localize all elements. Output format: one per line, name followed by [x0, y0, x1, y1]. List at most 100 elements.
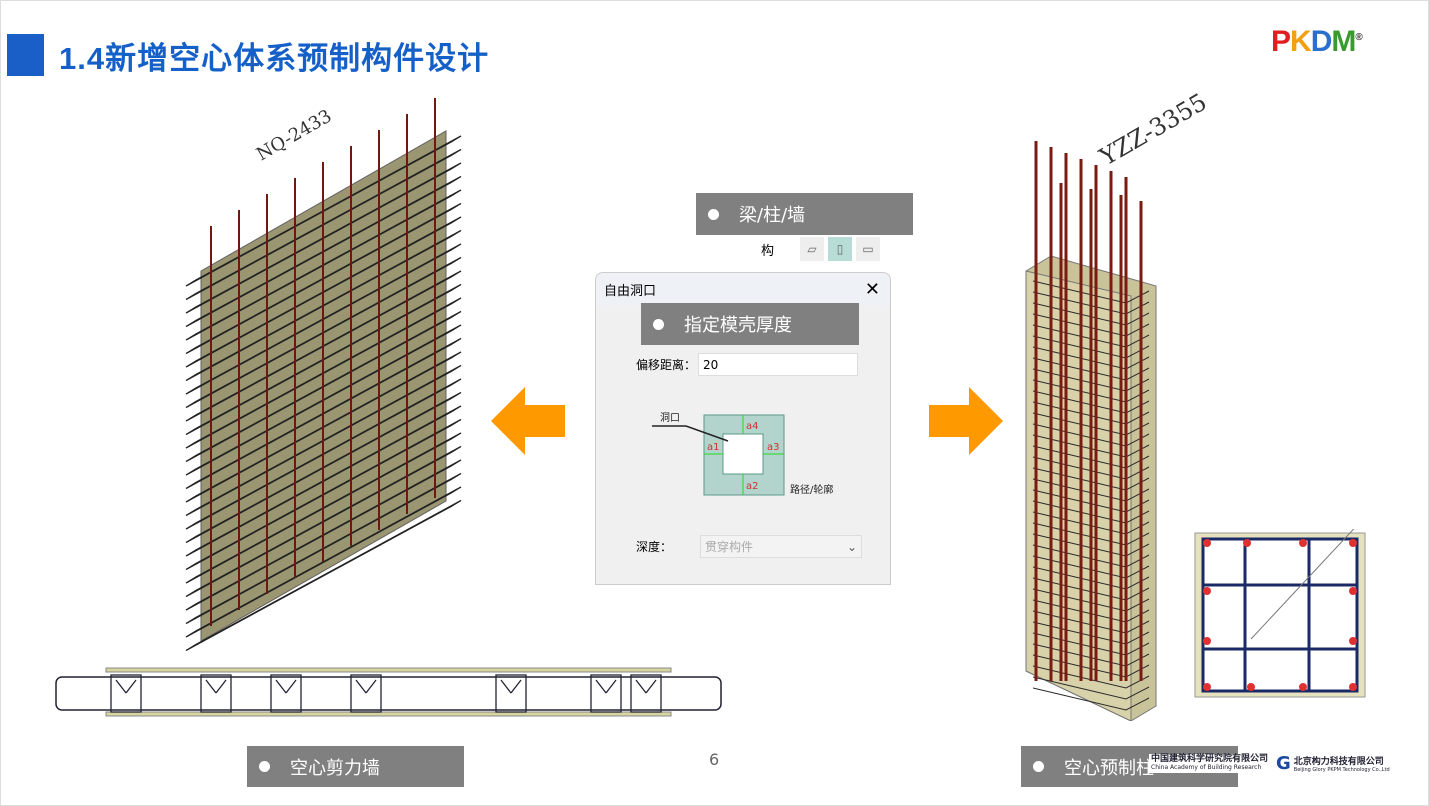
column-stirrup [1032, 676, 1150, 700]
section-tie [355, 679, 367, 694]
label-hollow-precast-column: 空心预制柱 [1021, 746, 1238, 787]
wall-stirrup [185, 243, 462, 395]
wall-stirrup [185, 499, 462, 651]
rebar-dot [1349, 683, 1357, 691]
wall-stirrup [185, 283, 462, 436]
footer-logos: 中国建筑科学研究院有限公司 China Academy of Building … [1149, 753, 1390, 774]
wall-stirrup [185, 364, 462, 517]
section-tie [645, 679, 657, 694]
wall-stirrup [185, 310, 462, 463]
rebar-dot [1203, 637, 1211, 645]
glory-logo-mark: G [1276, 753, 1291, 774]
wall-stirrup [185, 270, 462, 422]
cabr-name-en: China Academy of Building Research [1151, 764, 1262, 772]
svg-text:a3: a3 [767, 442, 780, 453]
rebar-dot [1299, 539, 1307, 547]
rebar-dot [1203, 587, 1211, 595]
arrow-left-icon [491, 387, 565, 459]
wall-stirrup [185, 337, 462, 490]
label-beam-column-wall: 梁/柱/墙 [696, 193, 913, 235]
wall-stirrup [185, 405, 462, 557]
wall-stirrup [185, 432, 462, 584]
section-tie [275, 679, 287, 694]
offset-label: 偏移距离： [636, 358, 697, 372]
section-box [630, 674, 662, 713]
section-tie [205, 679, 217, 694]
cabr-name: 中国建筑科学研究院有限公司 [1151, 754, 1269, 765]
section-box [270, 674, 302, 713]
section-tie [115, 679, 127, 694]
wall-stirrup [185, 189, 462, 341]
page-title: 1.4新增空心体系预制构件设计 [59, 41, 490, 76]
column-tag: YZZ-3355 [1094, 88, 1211, 172]
section-box [350, 674, 382, 713]
rebar-dot [1203, 683, 1211, 691]
wall-stirrup [185, 148, 462, 301]
wall-icon[interactable]: ▭ [856, 237, 881, 261]
section-tie [510, 679, 522, 694]
svg-text:a1: a1 [707, 442, 720, 453]
wall-stirrup [185, 391, 462, 544]
section-tie [285, 679, 297, 694]
close-icon[interactable]: ✕ [864, 278, 880, 300]
svg-text:a2: a2 [746, 481, 759, 492]
wall-stirrup [185, 162, 462, 314]
section-box [110, 674, 142, 713]
chevron-down-icon: ⌄ [846, 539, 857, 554]
wall-stirrup [185, 135, 462, 287]
wall-stirrup [185, 378, 462, 530]
section-tie [500, 679, 512, 694]
wall-stirrup [185, 229, 462, 382]
wall-stirrup [185, 418, 462, 571]
wall-stirrup [185, 297, 462, 449]
title-accent [7, 34, 44, 76]
column-stirrup [1032, 687, 1150, 711]
wall-stirrup [185, 459, 462, 611]
wall-stirrup [185, 324, 462, 476]
svg-text:a4: a4 [746, 421, 759, 432]
pkpm-logo: PKDM® [1271, 25, 1363, 58]
section-tie [605, 679, 617, 694]
section-tie [125, 679, 137, 694]
page-number: 6 [709, 750, 720, 769]
wall-stirrup [185, 486, 462, 638]
svg-text:路径/轮廓: 路径/轮廓 [790, 483, 833, 496]
wall-section [55, 667, 722, 717]
wall-stirrup [185, 175, 462, 328]
section-box [200, 674, 232, 713]
column-section [1194, 529, 1366, 698]
rebar-dot [1243, 539, 1251, 547]
wall-stirrup [185, 472, 462, 625]
depth-select[interactable]: 贯穿构件⌄ [700, 535, 862, 558]
rebar-dot [1247, 683, 1255, 691]
hollow-column-model: YZZ-3355 [1025, 88, 1212, 721]
hollow-wall-model: NQ-2433 [185, 98, 462, 651]
svg-text:洞口: 洞口 [660, 412, 680, 424]
column-icon[interactable]: ▯ [828, 237, 853, 261]
wall-stirrup [185, 256, 462, 409]
rebar-dot [1349, 539, 1357, 547]
wall-stirrup [185, 216, 462, 368]
section-tie [595, 679, 607, 694]
label-hollow-shear-wall: 空心剪力墙 [247, 746, 464, 787]
section-box [495, 674, 527, 713]
section-tie [635, 679, 647, 694]
depth-label: 深度： [636, 540, 673, 554]
rebar-dot [1349, 587, 1357, 595]
section-tie [365, 679, 377, 694]
dialog-title: 自由洞口 [604, 283, 657, 299]
rebar-dot [1203, 539, 1211, 547]
section-box [590, 674, 622, 713]
arrow-right-icon [929, 387, 1003, 459]
section-tie [215, 679, 227, 694]
offset-input[interactable]: 20 [698, 353, 859, 376]
cabr-logo: 中国建筑科学研究院有限公司 China Academy of Building … [1149, 754, 1271, 773]
component-toolbar: 构 ▱ ▯ ▭ [761, 237, 881, 261]
wall-stirrup [185, 351, 462, 503]
label-formwork-thickness: 指定模壳厚度 [641, 303, 859, 345]
beam-icon[interactable]: ▱ [800, 237, 825, 261]
opening-diagram: 洞口 a4 a1 a3 a2 路径/轮廓 [652, 412, 833, 496]
rebar-dot [1299, 683, 1307, 691]
